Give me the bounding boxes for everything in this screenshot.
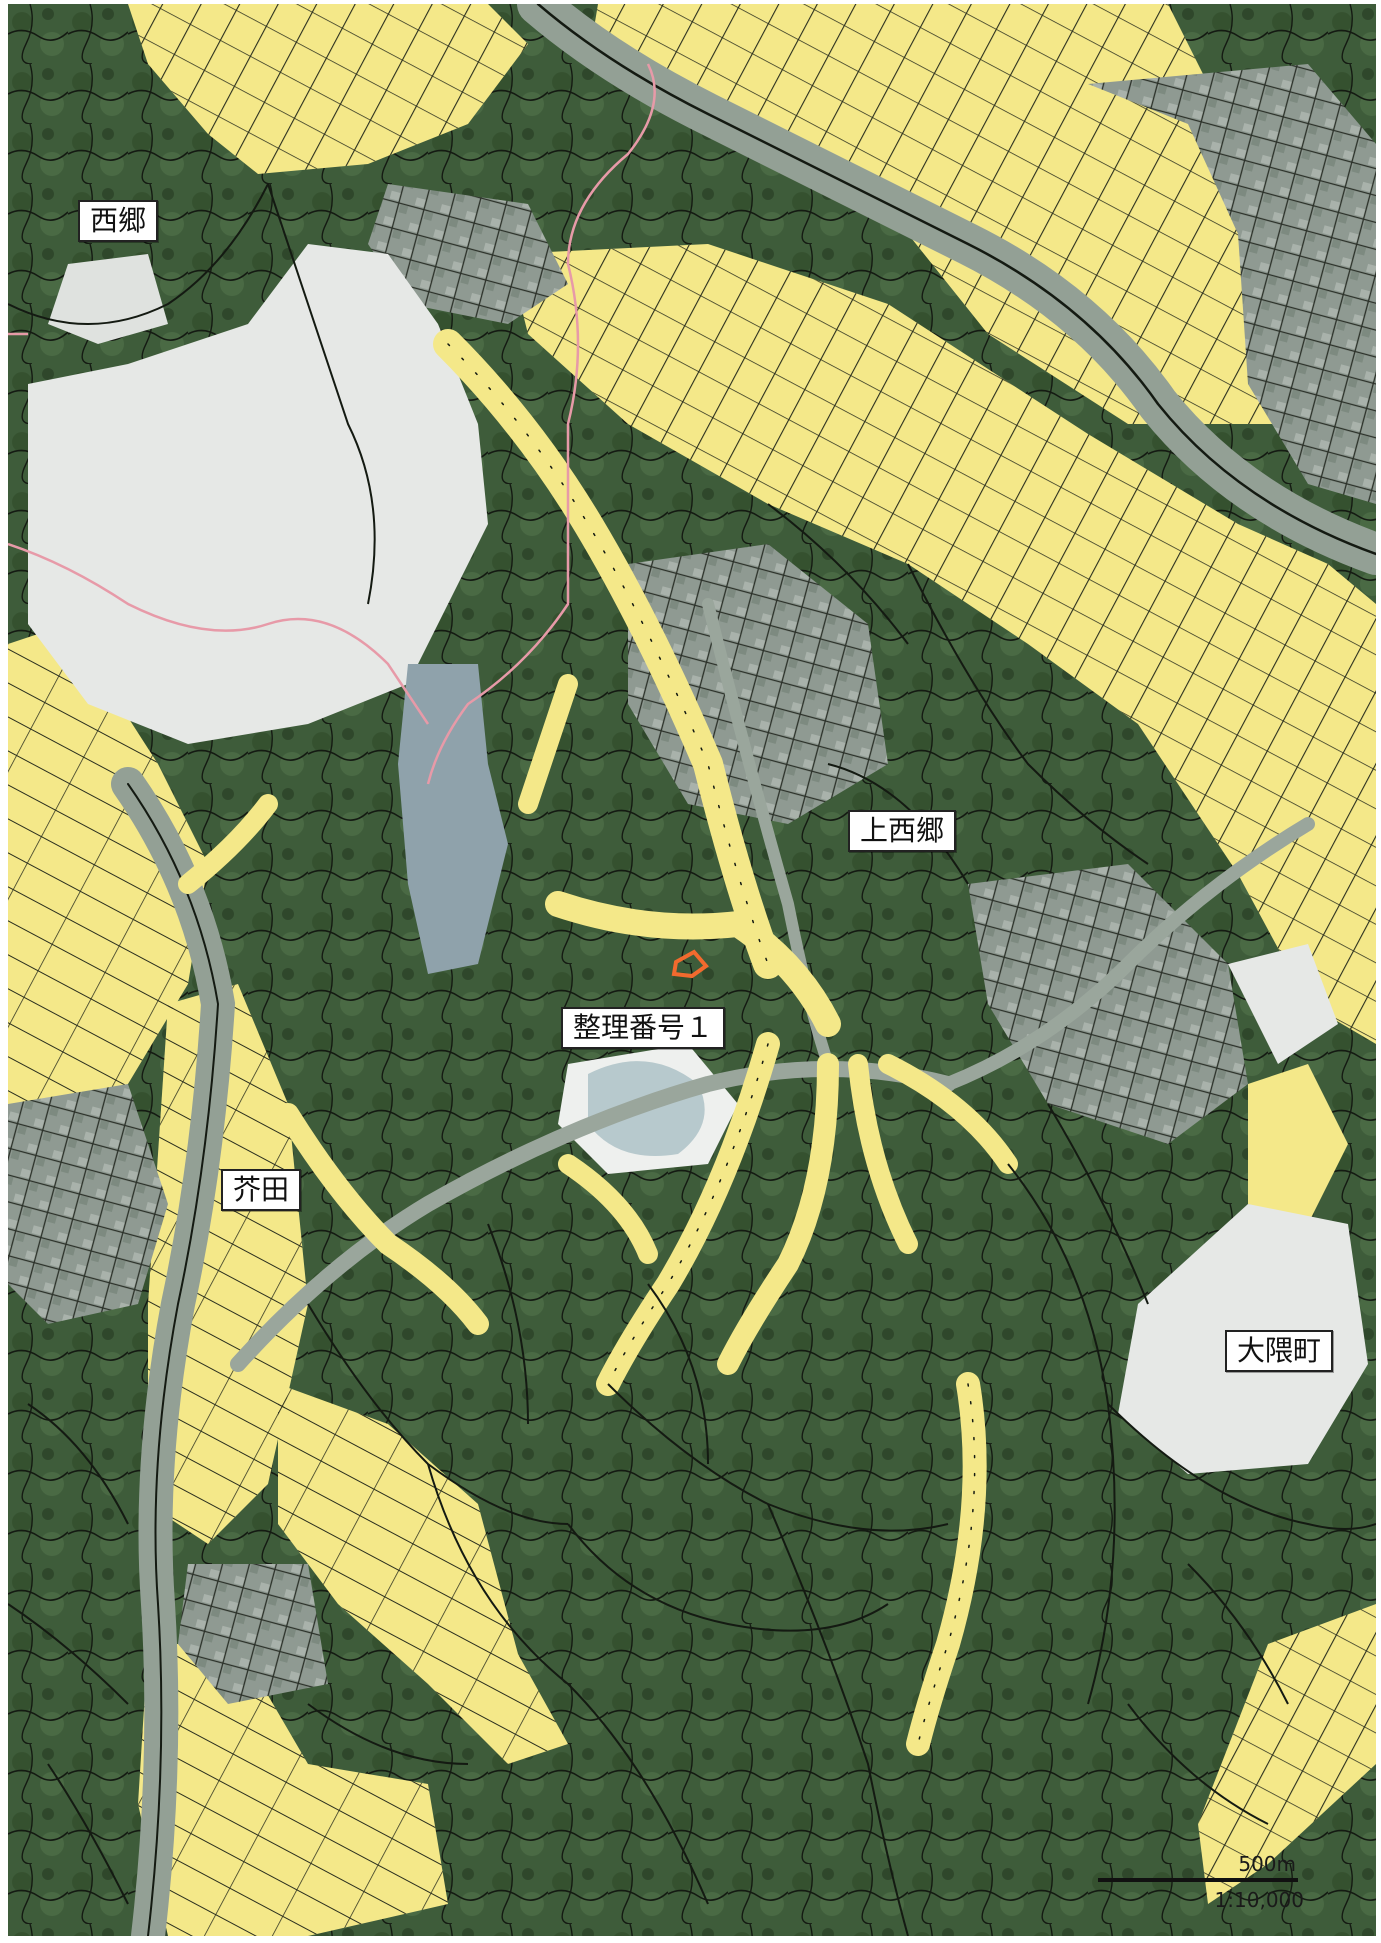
urban-areas bbox=[8, 64, 1376, 1704]
place-label-kaminishigo: 上西郷 bbox=[848, 810, 957, 852]
target-parcel-label: 整理番号１ bbox=[561, 1007, 726, 1049]
forest-parcel-lines bbox=[8, 183, 1376, 1936]
boundary-lines bbox=[8, 63, 656, 785]
map-canvas bbox=[8, 4, 1376, 1936]
aerial-map: 西郷 上西郷 整理番号１ 芥田 大隈町 500m 1:10,000 bbox=[8, 4, 1376, 1936]
reservoir bbox=[398, 664, 508, 974]
bare-land bbox=[28, 244, 1368, 1474]
place-label-okuma: 大隈町 bbox=[1225, 1330, 1334, 1372]
target-parcel bbox=[671, 949, 709, 979]
scale-distance: 500m bbox=[1238, 1852, 1296, 1876]
place-label-nishigo: 西郷 bbox=[78, 200, 159, 242]
scale-indicator: 500m 1:10,000 bbox=[1098, 1852, 1308, 1932]
valley-paddy-strips bbox=[178, 329, 1018, 1756]
scale-bar bbox=[1098, 1878, 1298, 1882]
scale-ratio: 1:10,000 bbox=[1214, 1888, 1304, 1912]
place-label-keta: 芥田 bbox=[221, 1169, 302, 1211]
